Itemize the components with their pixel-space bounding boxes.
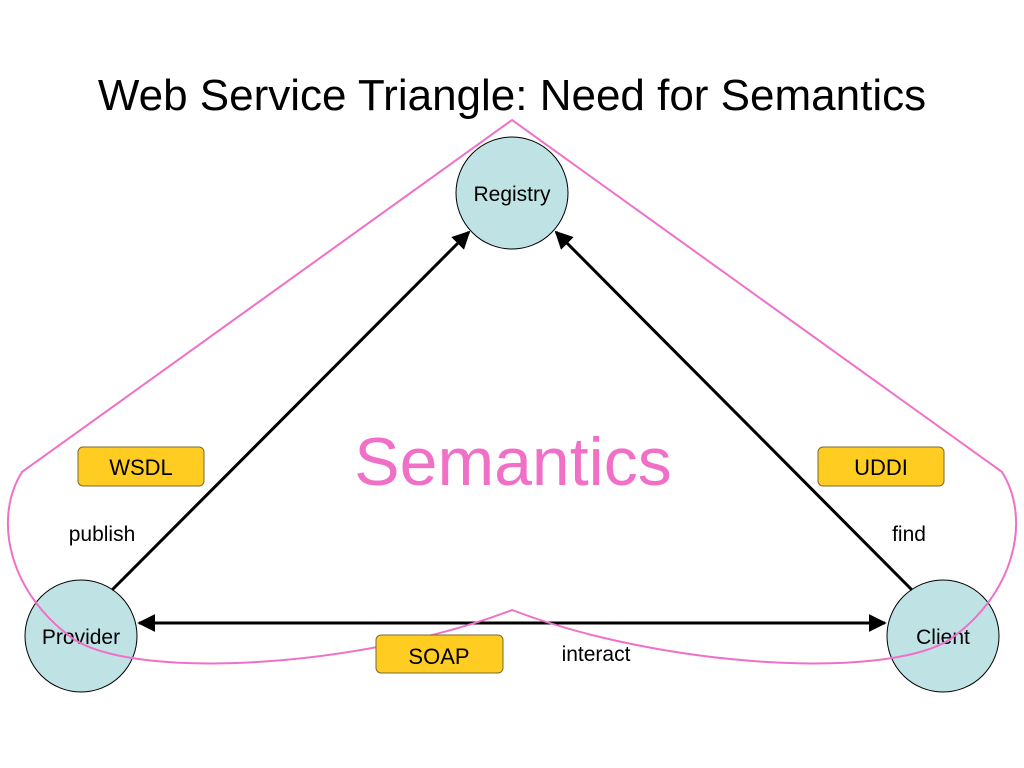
- wsdl-tag: WSDL: [77, 446, 205, 487]
- publish-arrow: [110, 230, 471, 592]
- publish-label: publish: [69, 523, 136, 546]
- registry-circle: [455, 136, 569, 250]
- find-arrow: [554, 230, 914, 592]
- registry-label: Registry: [473, 183, 551, 206]
- provider-label: Provider: [42, 626, 120, 649]
- interact-label: interact: [562, 643, 631, 666]
- registry-node: Registry: [455, 136, 569, 250]
- soap-label: SOAP: [408, 644, 469, 669]
- provider-circle: [24, 579, 138, 693]
- slide-title: Web Service Triangle: Need for Semantics: [97, 71, 927, 120]
- wsdl-box: [77, 446, 205, 487]
- semantics-label: Semantics: [354, 424, 671, 500]
- uddi-box: [817, 446, 945, 487]
- uddi-label: UDDI: [854, 455, 908, 480]
- client-node: Client: [886, 579, 1000, 693]
- client-label: Client: [916, 626, 970, 649]
- find-label: find: [892, 523, 926, 546]
- client-circle: [886, 579, 1000, 693]
- uddi-tag: UDDI: [817, 446, 945, 487]
- wsdl-label: WSDL: [109, 455, 173, 480]
- provider-node: Provider: [24, 579, 138, 693]
- semantics-boundary-outline: [6, 118, 1018, 665]
- soap-box: [375, 634, 504, 674]
- soap-tag: SOAP: [375, 634, 504, 674]
